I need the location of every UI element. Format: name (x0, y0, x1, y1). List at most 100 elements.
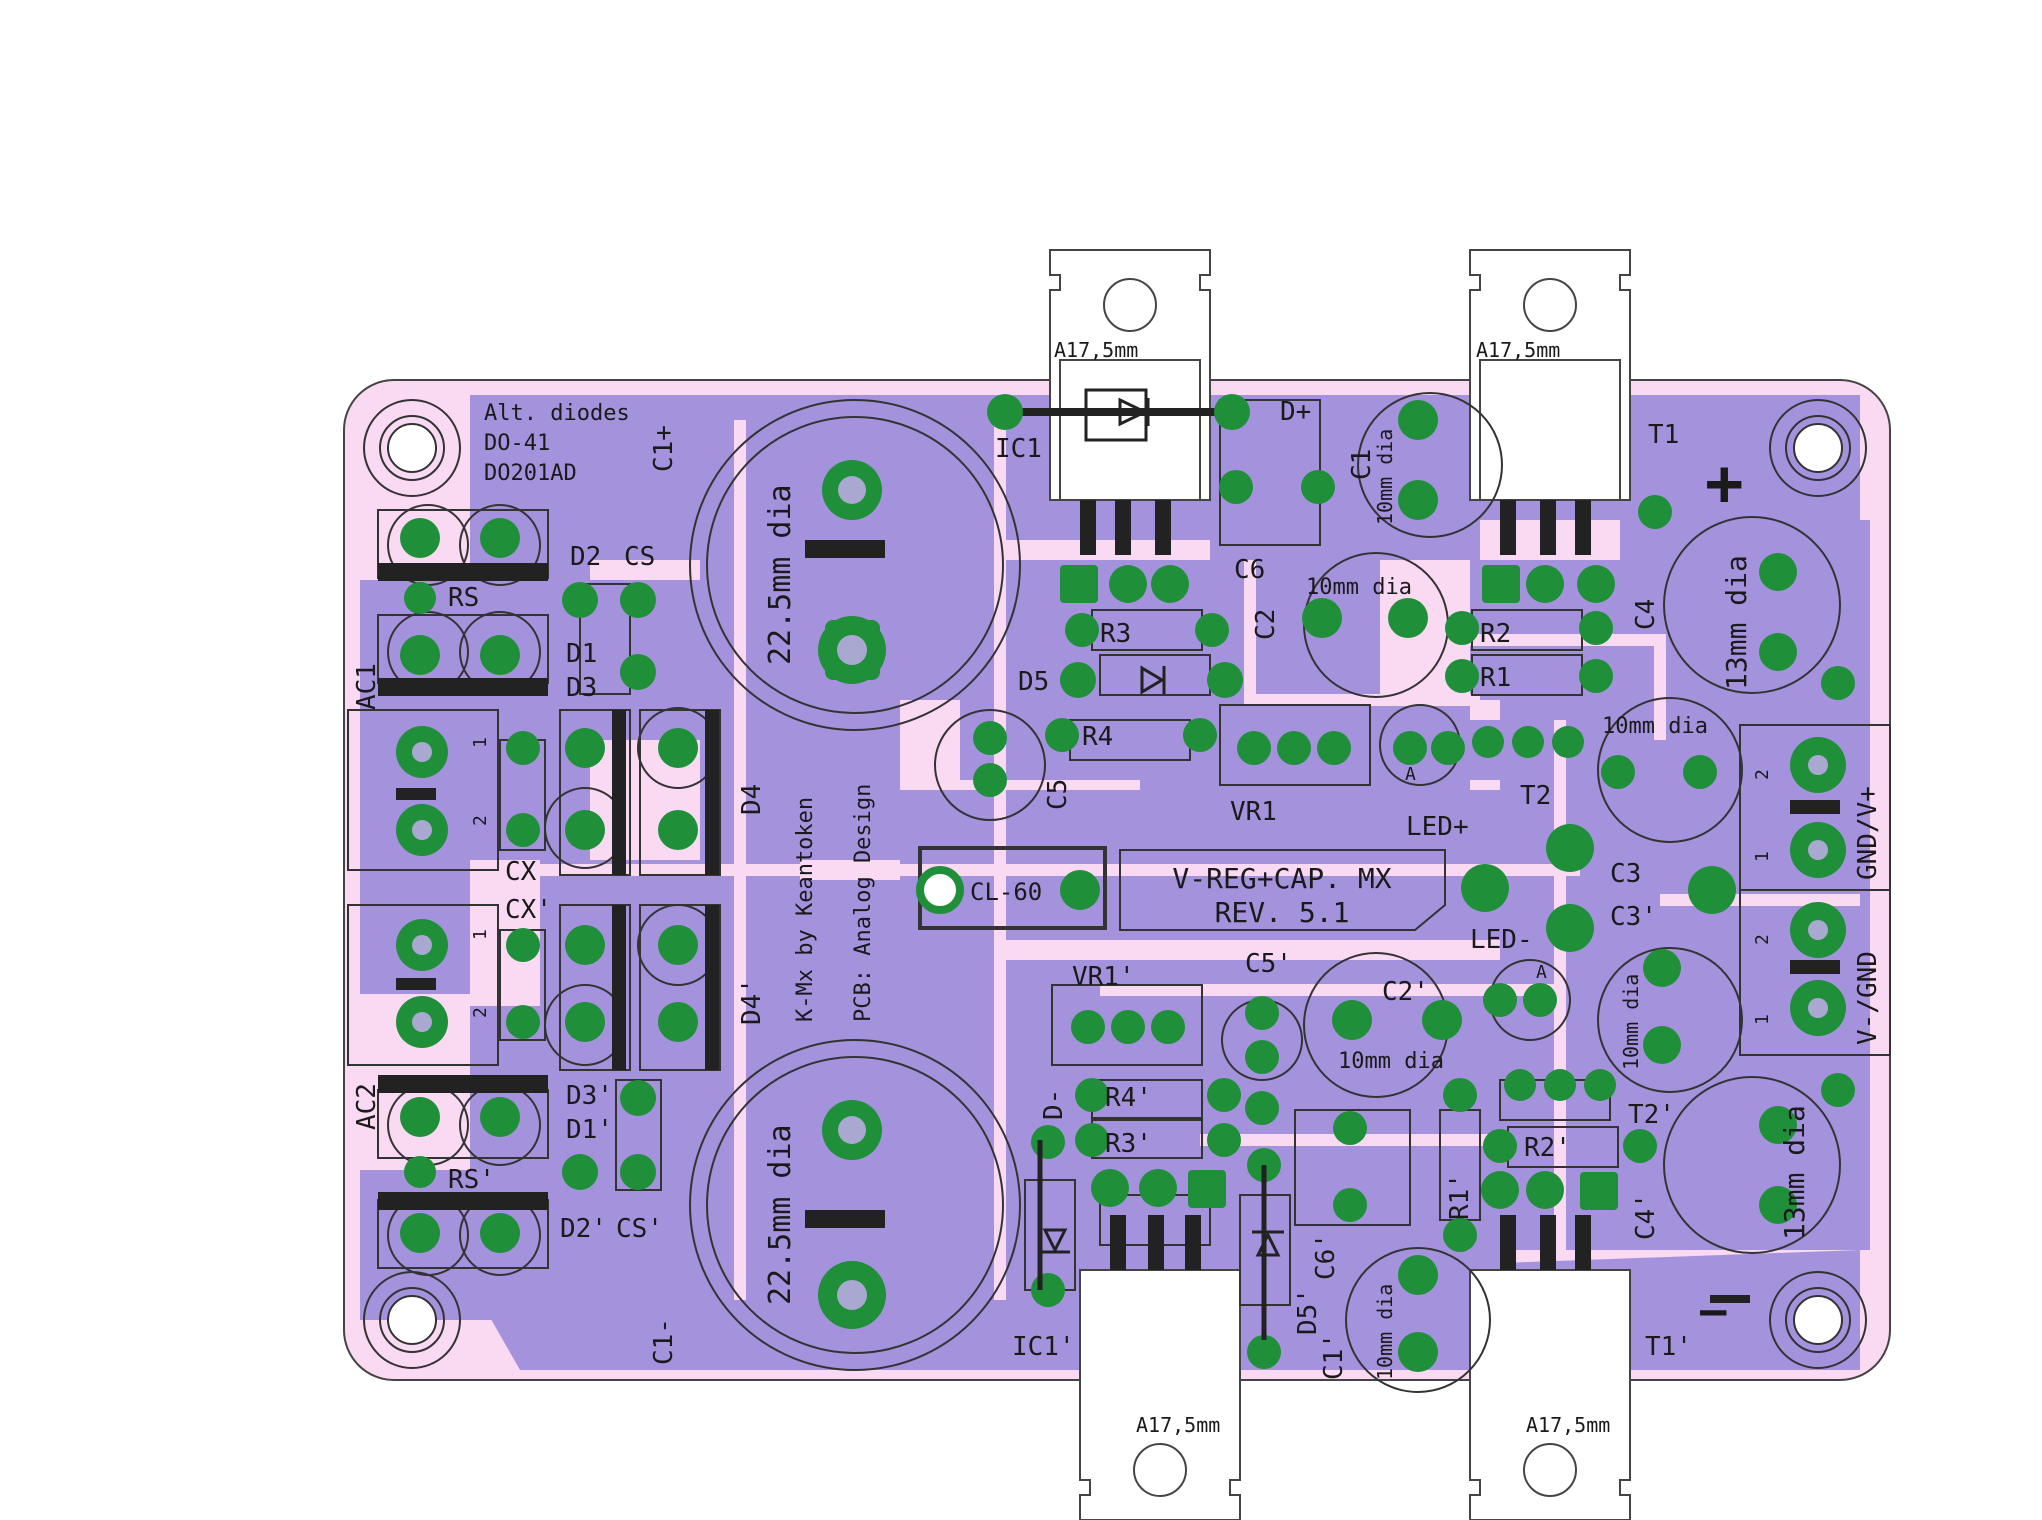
svg-text:GND/V+: GND/V+ (1853, 786, 1883, 880)
c1p-dia-label: 22.5mm dia (763, 1124, 798, 1305)
svg-text:IC1: IC1 (995, 434, 1042, 464)
svg-text:D-: D- (1039, 1089, 1069, 1120)
cl60-pad (916, 866, 964, 914)
mounting-hole-tl (363, 399, 461, 497)
svg-text:D3': D3' (566, 1081, 613, 1111)
svg-text:R1': R1' (1445, 1173, 1475, 1220)
svg-text:V-/GND: V-/GND (1853, 951, 1883, 1045)
svg-text:1: 1 (1752, 851, 1773, 862)
svg-text:C4: C4 (1631, 599, 1661, 630)
svg-text:C4': C4' (1631, 1193, 1661, 1240)
svg-text:D1: D1 (566, 639, 597, 669)
svg-text:R2': R2' (1524, 1133, 1571, 1163)
svg-text:R1: R1 (1480, 663, 1511, 693)
alt-diodes-line3: DO201AD (484, 461, 577, 486)
heatsink-ic1-label: A17,5mm (1054, 338, 1138, 362)
svg-text:CS: CS (624, 542, 655, 572)
heatsink-ic1p-label: A17,5mm (1136, 1413, 1220, 1437)
mounting-hole-br (1769, 1271, 1867, 1369)
board-plus-sign: + (1705, 447, 1744, 521)
c1-outline (1357, 392, 1503, 538)
svg-text:D4: D4 (737, 784, 767, 815)
alt-diodes-line1: Alt. diodes (484, 401, 630, 426)
svg-text:D4': D4' (737, 978, 767, 1025)
c3p-dia-label: 10mm dia (1619, 974, 1643, 1070)
svg-text:C2': C2' (1382, 977, 1429, 1007)
svg-text:C3: C3 (1610, 859, 1641, 889)
svg-text:C5': C5' (1245, 949, 1292, 979)
alt-diodes-line2: DO-41 (484, 431, 550, 456)
svg-text:C6': C6' (1311, 1233, 1341, 1280)
cl60-label: CL-60 (970, 878, 1042, 906)
mounting-holes (363, 399, 1867, 1369)
svg-text:R3': R3' (1105, 1129, 1152, 1159)
svg-text:LED-: LED- (1470, 925, 1533, 955)
svg-text:C2: C2 (1251, 609, 1281, 640)
svg-text:C3': C3' (1610, 902, 1657, 932)
svg-text:C1+: C1+ (649, 425, 679, 472)
svg-text:C1: C1 (1347, 449, 1377, 480)
c1-minus-outline (689, 1039, 1021, 1371)
c3-outline (1597, 697, 1743, 843)
svg-text:LED+: LED+ (1406, 812, 1469, 842)
credit-line2: PCB: Analog Design (851, 784, 876, 1022)
svg-text:2: 2 (1752, 934, 1773, 945)
svg-text:D2': D2' (560, 1214, 607, 1244)
pad-holes (412, 476, 1828, 1310)
c3-dia-label: 10mm dia (1602, 714, 1708, 739)
c1-plus-outline (689, 399, 1021, 731)
svg-text:C6: C6 (1234, 555, 1265, 585)
svg-text:R4': R4' (1105, 1083, 1152, 1113)
diode-symbols (1037, 397, 1284, 1340)
title-line2: REV. 5.1 (1215, 896, 1350, 929)
svg-text:T2: T2 (1520, 781, 1551, 811)
heatsink-t1p-label: A17,5mm (1526, 1413, 1610, 1437)
svg-text:RS: RS (448, 583, 479, 613)
svg-text:AC2: AC2 (352, 1083, 382, 1130)
terminal-pin-marks: 1 2 1 2 2 1 2 1 A A (470, 737, 1773, 1025)
heatsink-t1p (1469, 1269, 1631, 1520)
svg-text:A: A (1405, 764, 1416, 785)
svg-text:1: 1 (470, 929, 491, 940)
svg-text:C1': C1' (1319, 1333, 1349, 1380)
svg-text:IC1': IC1' (1012, 1332, 1075, 1362)
svg-text:1: 1 (470, 737, 491, 748)
svg-text:2: 2 (1752, 769, 1773, 780)
svg-text:D1': D1' (566, 1115, 613, 1145)
svg-text:R3: R3 (1100, 619, 1131, 649)
c1-small-dia-label: 10mm dia (1373, 429, 1397, 525)
heatsink-t1-label: A17,5mm (1476, 338, 1560, 362)
c2-dia-label: 10mm dia (1306, 575, 1412, 600)
svg-text:2: 2 (470, 1007, 491, 1018)
svg-text:AC1: AC1 (352, 663, 382, 710)
svg-text:C5: C5 (1043, 779, 1073, 810)
mounting-hole-tr (1769, 399, 1867, 497)
svg-text:D2: D2 (570, 542, 601, 572)
board-minus-sign: — (1700, 1285, 1727, 1336)
svg-text:CX: CX (505, 857, 537, 887)
svg-text:VR1': VR1' (1072, 962, 1135, 992)
c4-outline (1663, 516, 1841, 694)
svg-text:R4: R4 (1082, 722, 1113, 752)
svg-text:2: 2 (470, 815, 491, 826)
credit-line1: K-Mx by Keantoken (793, 797, 818, 1022)
title-line1: V-REG+CAP. MX (1172, 862, 1391, 895)
svg-text:D5: D5 (1018, 667, 1049, 697)
svg-text:T2': T2' (1628, 1100, 1675, 1130)
c5-outline (934, 709, 1046, 821)
c4p-outline (1663, 1076, 1841, 1254)
svg-text:T1': T1' (1645, 1332, 1692, 1362)
c4p-dia-label: 13mm dia (1778, 1105, 1811, 1240)
heatsink-t1 (1469, 249, 1631, 501)
svg-text:VR1: VR1 (1230, 797, 1277, 827)
heatsink-ic1p (1079, 1269, 1241, 1520)
svg-text:CS': CS' (616, 1214, 663, 1244)
ref-designators: IC1 IC1' T1 T1' D+ D- C1+ C1- C1 C1' C2 … (352, 397, 1883, 1380)
c1-dia-label: 22.5mm dia (763, 484, 798, 665)
c4-dia-label: 13mm dia (1720, 555, 1753, 690)
svg-text:1: 1 (1752, 1014, 1773, 1025)
svg-text:D5': D5' (1293, 1288, 1323, 1335)
svg-text:C1-: C1- (649, 1318, 679, 1365)
svg-text:CX': CX' (505, 895, 552, 925)
